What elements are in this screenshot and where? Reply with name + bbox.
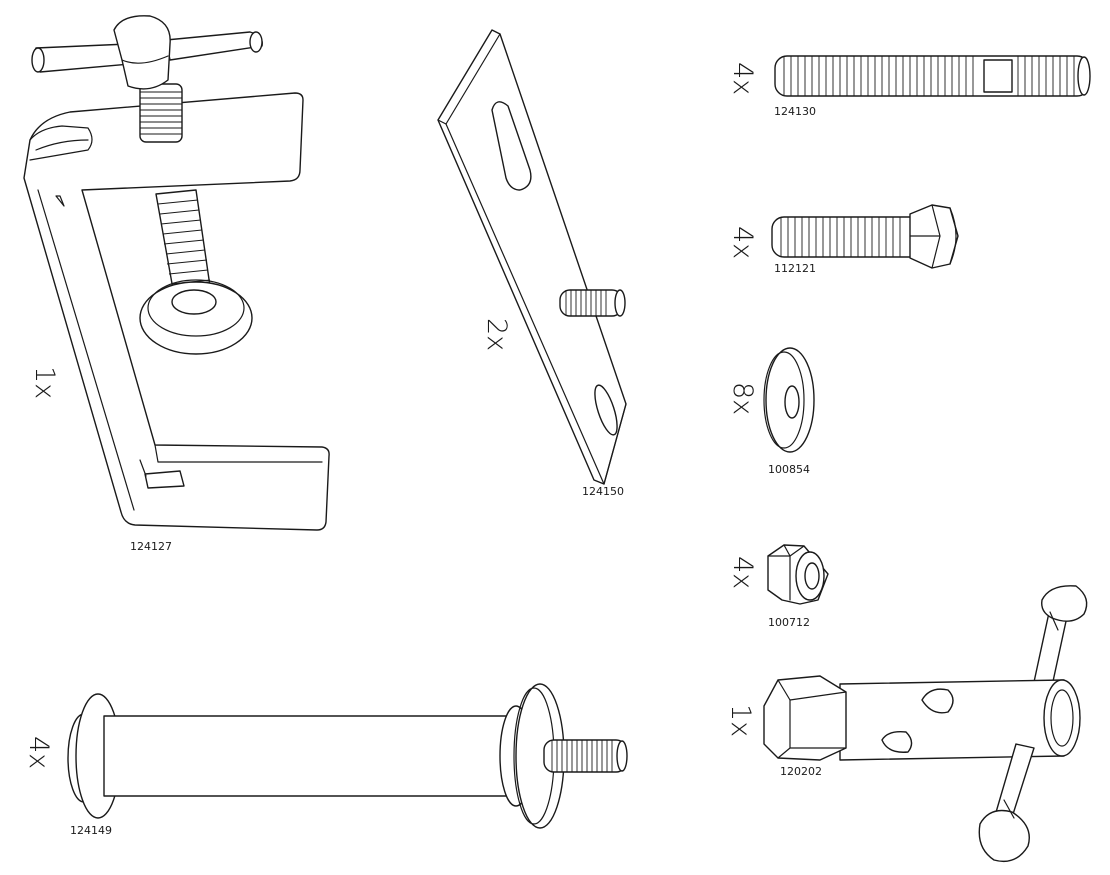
qty-label-wrench: 1x [725,704,756,737]
bracket-plate-icon [437,29,627,485]
washer-icon [763,347,815,453]
qty-label-hex-bolt: 4x [727,226,758,259]
part-number-hex-bolt: 112121 [774,262,816,275]
qty-label-spacer-bolt: 4x [23,736,54,769]
qty-label-washer: 8x [727,382,758,415]
qty-label-clamp: 1x [29,366,60,399]
spacer-bolt-icon [67,683,628,829]
hex-nut-icon [767,544,829,605]
part-number-threaded-rod: 124130 [774,105,816,118]
hex-bolt-icon [771,204,959,269]
part-number-bracket: 124150 [582,485,624,498]
clamp-icon [23,15,330,531]
part-number-hex-nut: 100712 [768,616,810,629]
part-number-spacer-bolt: 124149 [70,824,112,837]
qty-label-bracket: 2x [481,318,512,351]
t-handle-socket-wrench-icon [763,585,1088,863]
qty-label-hex-nut: 4x [727,556,758,589]
part-number-wrench: 120202 [780,765,822,778]
part-number-clamp: 124127 [130,540,172,553]
qty-label-threaded-rod: 4x [727,62,758,95]
part-number-washer: 100854 [768,463,810,476]
threaded-rod-icon [774,55,1091,97]
